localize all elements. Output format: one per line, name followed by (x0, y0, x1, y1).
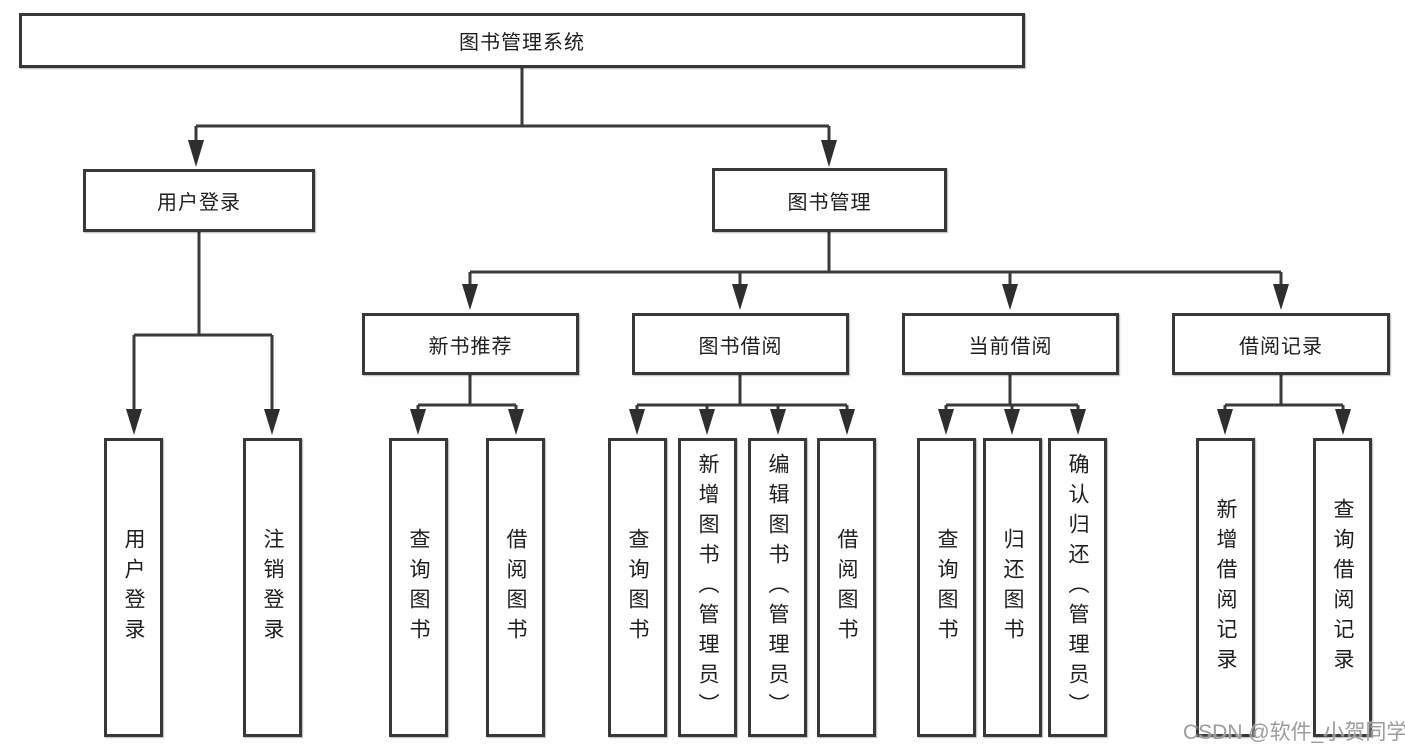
leaf-add-borrow-record: 新增借阅记录 (1196, 438, 1255, 737)
leaf-query-borrow-record: 查询借阅记录 (1313, 438, 1372, 737)
arrow-down-icon (732, 284, 748, 310)
arrow-down-icon (264, 409, 280, 435)
leaf-query-books-current: 查询图书 (917, 438, 976, 737)
node-book-management: 图书管理 (712, 168, 947, 232)
node-user-login: 用户登录 (83, 169, 315, 232)
arrow-down-icon (508, 409, 524, 435)
leaf-borrow-books-recommend: 借阅图书 (486, 438, 545, 737)
node-book-borrow: 图书借阅 (632, 313, 849, 375)
watermark: CSDN @软件_小贺同学 (1183, 721, 1405, 744)
leaf-edit-book-admin: 编辑图书（管理员） (748, 438, 807, 737)
leaf-user-login: 用户登录 (104, 438, 163, 737)
node-new-book-recommend: 新书推荐 (362, 313, 579, 375)
node-borrow-record: 借阅记录 (1172, 313, 1390, 375)
leaf-return-books: 归还图书 (983, 438, 1042, 737)
arrow-down-icon (839, 409, 855, 435)
arrow-down-icon (188, 140, 204, 167)
arrow-down-icon (410, 409, 426, 435)
node-current-borrow: 当前借阅 (902, 313, 1119, 375)
leaf-query-books-borrow: 查询图书 (608, 438, 667, 737)
arrow-down-icon (1004, 409, 1020, 435)
arrow-down-icon (770, 409, 786, 435)
arrow-down-icon (1217, 409, 1233, 435)
leaf-confirm-return-admin: 确认归还（管理员） (1048, 438, 1107, 737)
arrow-down-icon (1335, 409, 1351, 435)
arrow-down-icon (1070, 409, 1086, 435)
arrow-down-icon (1273, 284, 1289, 310)
arrow-down-icon (462, 284, 478, 310)
leaf-borrow-books: 借阅图书 (817, 438, 876, 737)
arrow-down-icon (629, 409, 645, 435)
arrow-down-icon (1002, 284, 1018, 310)
node-root-system: 图书管理系统 (19, 13, 1025, 68)
leaf-query-books-recommend: 查询图书 (389, 438, 448, 737)
leaf-add-book-admin: 新增图书（管理员） (678, 438, 737, 737)
arrow-down-icon (126, 409, 142, 435)
leaf-logout: 注销登录 (243, 438, 302, 737)
arrow-down-icon (938, 409, 954, 435)
arrow-down-icon (699, 409, 715, 435)
arrow-down-icon (821, 140, 837, 167)
